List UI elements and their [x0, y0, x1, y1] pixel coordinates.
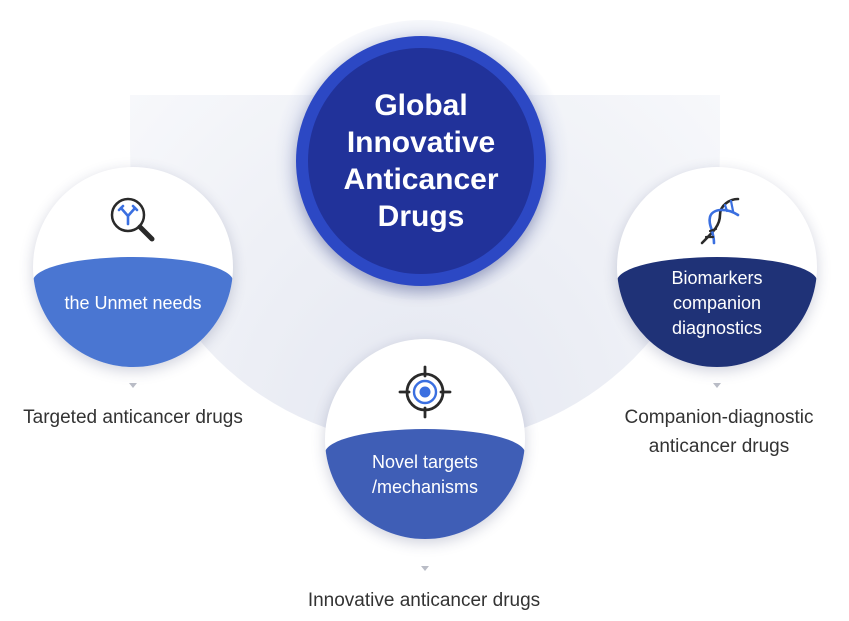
antibody-magnifier-icon	[110, 197, 155, 242]
node-band: the Unmet needs	[33, 257, 233, 367]
center-title: Global Innovative Anticancer Drugs	[343, 89, 499, 233]
node-label: the Unmet needs	[64, 292, 202, 313]
arrow-down-icon	[129, 383, 137, 388]
node-label: Biomarkers companion diagnostics	[671, 267, 763, 338]
node-novel-targets: Novel targets /mechanisms	[325, 339, 525, 539]
node-band: Novel targets /mechanisms	[325, 429, 525, 539]
node-band: Biomarkers companion diagnostics	[617, 257, 817, 367]
dna-icon	[700, 197, 740, 245]
arrow-down-icon	[421, 566, 429, 571]
node-biomarkers: Biomarkers companion diagnostics	[617, 167, 817, 367]
caption-targeted: Targeted anticancer drugs	[23, 407, 243, 428]
node-label: Novel targets /mechanisms	[371, 452, 479, 497]
target-icon	[398, 365, 452, 419]
caption-innovative: Innovative anticancer drugs	[307, 590, 541, 611]
center-circle: Global Innovative Anticancer Drugs	[296, 36, 546, 286]
arrow-down-icon	[713, 383, 721, 388]
caption-companion: Companion-diagnostic anticancer drugs	[624, 407, 814, 457]
node-unmet-needs: the Unmet needs	[33, 167, 233, 367]
center-circle-inner: Global Innovative Anticancer Drugs	[308, 48, 534, 274]
